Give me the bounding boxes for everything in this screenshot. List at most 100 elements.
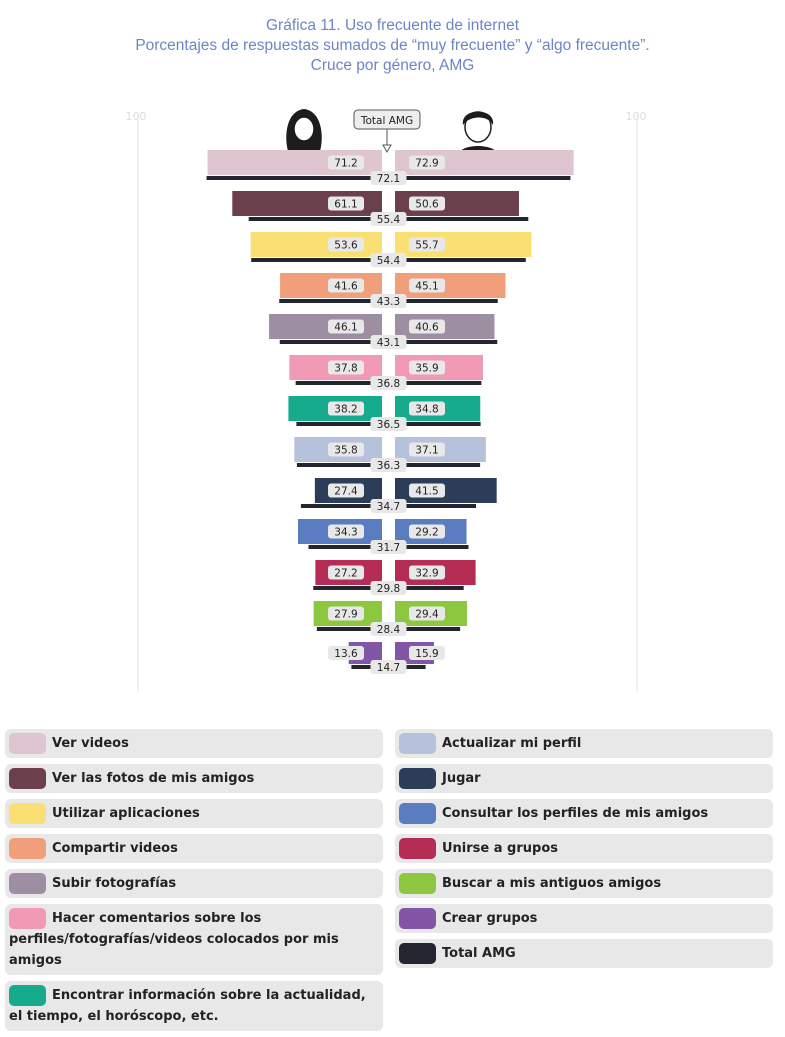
label-women-pill	[328, 278, 364, 293]
label-total: 43.3	[377, 296, 400, 308]
man-hair	[462, 111, 494, 125]
label-men: 50.6	[415, 199, 439, 211]
label-men-pill	[409, 278, 445, 293]
label-total-pill	[370, 540, 407, 554]
label-men: 40.6	[415, 322, 439, 334]
label-women-pill	[328, 155, 364, 170]
bar-group: 53.6 55.7 54.4	[250, 232, 532, 267]
label-women: 37.8	[334, 363, 357, 375]
label-total-pill	[370, 335, 407, 349]
label-women: 38.2	[334, 404, 357, 416]
label-men: 35.9	[415, 363, 438, 375]
legend-swatch	[399, 908, 436, 929]
woman-body	[292, 145, 316, 151]
legend-label: Subir fotografías	[52, 876, 177, 891]
label-women: 41.6	[334, 281, 358, 293]
legend-label: Total AMG	[442, 946, 516, 961]
label-men: 32.9	[415, 568, 438, 580]
label-women-pill	[328, 483, 364, 498]
label-men: 55.7	[415, 240, 438, 252]
label-women: 27.4	[334, 486, 358, 498]
label-men: 29.2	[415, 527, 438, 539]
bar-women	[269, 314, 382, 339]
legend-swatch	[399, 873, 436, 894]
legend-swatch	[399, 733, 436, 754]
bar-group: 61.1 50.6 55.4	[232, 191, 529, 226]
legend-item: Utilizar aplicaciones	[5, 799, 383, 828]
total-marker-arrow-icon	[382, 144, 392, 154]
label-men-pill	[409, 646, 445, 660]
legend-item: Jugar	[395, 764, 773, 793]
label-men-pill	[409, 606, 445, 621]
axis-label-left: 100	[126, 110, 147, 123]
legend-item: Unirse a grupos	[395, 834, 773, 863]
label-women: 13.6	[334, 648, 358, 660]
label-men-pill	[409, 524, 445, 539]
legend-label: Utilizar aplicaciones	[52, 806, 200, 821]
label-women: 27.2	[334, 568, 357, 580]
woman-face	[293, 116, 315, 142]
label-men-pill	[409, 401, 445, 416]
legend-label: Actualizar mi perfil	[442, 736, 582, 751]
title-line-3: Cruce por género, AMG	[310, 57, 475, 74]
label-women: 71.2	[334, 158, 357, 170]
label-women: 53.6	[334, 240, 358, 252]
legend-item: Hacer comentarios sobre los perfiles/fot…	[5, 904, 383, 975]
label-women-pill	[328, 401, 364, 416]
bar-group: 38.2 34.8 36.5	[288, 396, 481, 431]
legend-label: Hacer comentarios sobre los perfiles/fot…	[9, 911, 339, 968]
label-women: 34.3	[334, 527, 357, 539]
legend-item: Encontrar información sobre la actualida…	[5, 981, 383, 1031]
legend-label: Encontrar información sobre la actualida…	[9, 988, 366, 1024]
label-women: 61.1	[334, 199, 357, 211]
label-women-pill	[328, 196, 364, 211]
legend-label: Ver videos	[52, 736, 129, 751]
label-women-pill	[328, 442, 364, 457]
label-women: 27.9	[334, 609, 357, 621]
legend-label: Jugar	[442, 771, 481, 786]
label-women-pill	[328, 565, 364, 580]
label-women-pill	[328, 319, 364, 334]
label-total: 72.1	[377, 173, 400, 185]
label-total: 54.4	[377, 255, 401, 267]
label-total-pill	[370, 622, 407, 636]
label-total-pill	[370, 417, 407, 431]
label-men: 41.5	[415, 486, 438, 498]
legend-item: Consultar los perfiles de mis amigos	[395, 799, 773, 828]
label-women: 46.1	[334, 322, 357, 334]
label-total-pill	[370, 458, 407, 472]
chart-title: Gráfica 11. Uso frecuente de internet Po…	[0, 16, 785, 76]
legend-swatch	[9, 838, 46, 859]
label-total-pill	[370, 499, 407, 513]
label-total-pill	[370, 581, 407, 595]
label-total: 36.5	[377, 419, 400, 431]
label-total-pill	[370, 212, 407, 226]
legend-swatch	[399, 838, 436, 859]
legend-label: Ver las fotos de mis amigos	[52, 771, 255, 786]
legend-label: Crear grupos	[442, 911, 538, 926]
label-women-pill	[328, 237, 364, 252]
label-total: 36.3	[377, 460, 400, 472]
label-men-pill	[409, 196, 445, 211]
legend-swatch	[9, 733, 46, 754]
label-men: 15.9	[415, 648, 438, 660]
label-men: 34.8	[415, 404, 438, 416]
label-men-pill	[409, 565, 445, 580]
legend-swatch	[9, 873, 46, 894]
legend-swatch	[399, 943, 436, 964]
label-total: 55.4	[377, 214, 401, 226]
label-men-pill	[409, 360, 445, 375]
axis-label-right: 100	[626, 110, 647, 123]
legend-item: Compartir videos	[5, 834, 383, 863]
legend-label: Compartir videos	[52, 841, 178, 856]
